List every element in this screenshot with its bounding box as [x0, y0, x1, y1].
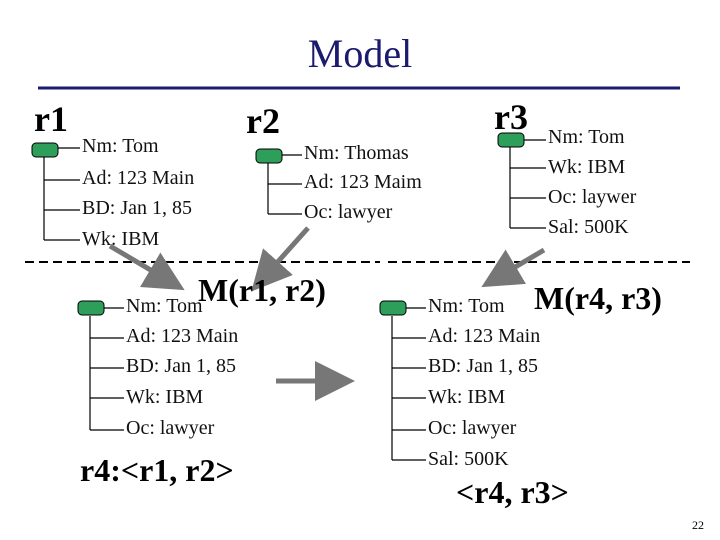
slide-title: Model — [307, 31, 413, 76]
merged1-node — [77, 300, 105, 316]
merged2-field-birthdate: BD: Jan 1, 85 — [428, 355, 538, 377]
merged2-field-salary: Sal: 500K — [428, 448, 509, 470]
r1-field-birthdate: BD: Jan 1, 85 — [82, 197, 192, 219]
merged1-tree — [89, 307, 124, 431]
merged2-node — [379, 300, 407, 316]
merged2-field-address: Ad: 123 Main — [428, 325, 541, 347]
r3-field-occupation: Oc: laywer — [548, 186, 637, 208]
r1-field-name: Nm: Tom — [82, 135, 159, 157]
merged1-field-address: Ad: 123 Main — [126, 325, 239, 347]
r2-node — [255, 148, 283, 164]
r3-node — [497, 132, 525, 148]
merged1-label: M(r1, r2) — [198, 272, 326, 308]
merged2-field-name: Nm: Tom — [428, 295, 505, 317]
r3-tree — [509, 139, 546, 229]
r1-tree — [43, 147, 80, 241]
arrow-r2-to-merge — [251, 226, 310, 292]
merged2-result: <r4, r3> — [456, 474, 569, 510]
r3-label: r3 — [494, 97, 528, 137]
r2-field-occupation: Oc: lawyer — [304, 201, 393, 223]
merged2-field-occupation: Oc: lawyer — [428, 417, 517, 439]
merged1-field-birthdate: BD: Jan 1, 85 — [126, 355, 236, 377]
r2-label: r2 — [246, 101, 280, 141]
r3-field-work: Wk: IBM — [548, 156, 626, 178]
page-number: 22 — [692, 518, 704, 532]
r1-field-address: Ad: 123 Main — [82, 167, 195, 189]
merged1-field-occupation: Oc: lawyer — [126, 417, 215, 439]
merged2-label: M(r4, r3) — [534, 280, 662, 316]
merged2-field-work: Wk: IBM — [428, 386, 506, 408]
arrow-r3-to-merge — [481, 247, 546, 288]
merged2-tree — [391, 307, 426, 461]
r2-field-name: Nm: Thomas — [304, 142, 409, 164]
r2-field-address: Ad: 123 Maim — [304, 171, 422, 193]
merged1-field-name: Nm: Tom — [126, 295, 203, 317]
merge-arrows — [108, 226, 546, 401]
merged1-field-work: Wk: IBM — [126, 386, 204, 408]
r1-label: r1 — [34, 99, 68, 139]
r2-tree — [267, 154, 302, 215]
r1-node — [31, 142, 59, 158]
r1-field-work: Wk: IBM — [82, 228, 160, 250]
arrow-r1-to-merge — [108, 243, 185, 291]
r3-field-name: Nm: Tom — [548, 126, 625, 148]
r3-field-salary: Sal: 500K — [548, 216, 629, 238]
merged1-result: r4:<r1, r2> — [80, 452, 234, 488]
